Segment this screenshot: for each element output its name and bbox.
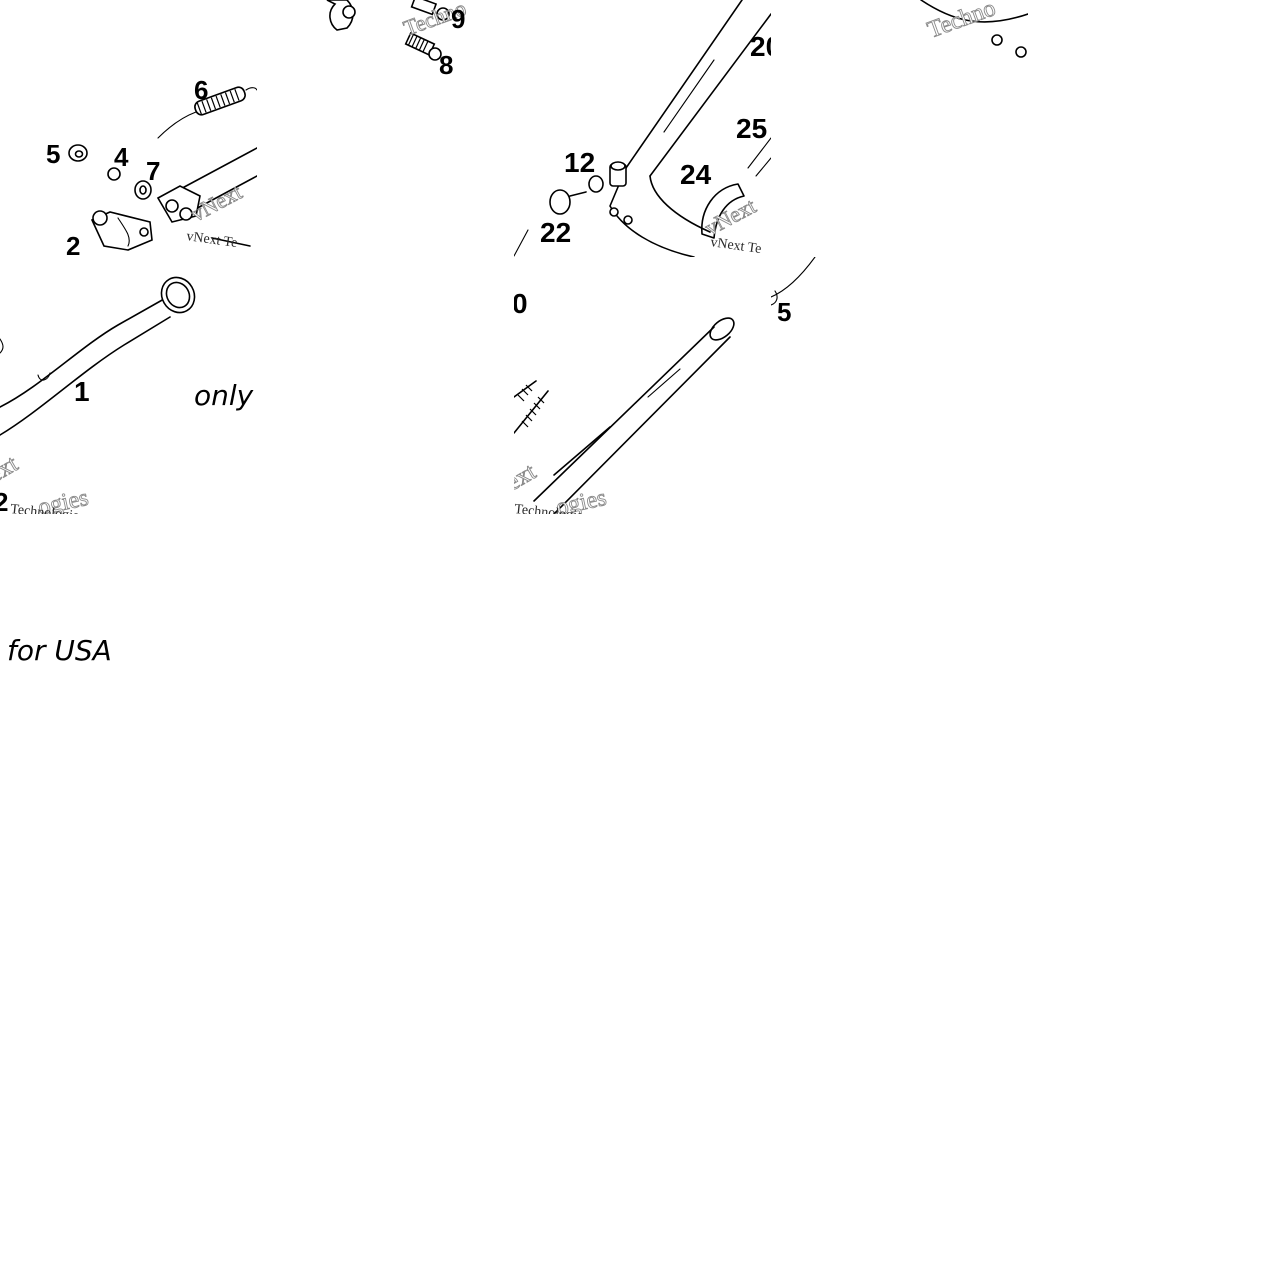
diagram-tile-frame: 20 12 24 25 22 vNext vNext Te — [514, 0, 771, 257]
bolt-part-8 — [404, 32, 442, 61]
diagram-tile-bracket: Techno Technologies — [771, 0, 1028, 257]
watermark-text: Technologies — [10, 502, 86, 514]
part-number-5-edge: 5 — [777, 297, 791, 327]
watermark-text: ext — [514, 459, 541, 496]
part-number-1: 1 — [74, 376, 90, 407]
spring-part-6 — [157, 86, 257, 139]
screw-part — [211, 237, 251, 247]
part-number-8: 8 — [439, 50, 453, 80]
bracket-part — [326, 0, 356, 31]
part-number-25: 25 — [736, 113, 767, 144]
spring-part — [514, 380, 549, 434]
part-number-4: 4 — [114, 142, 129, 172]
diagram-tile-stand-tube: 0 ext ogies Technologies — [514, 257, 771, 514]
nut-part — [1015, 46, 1027, 58]
diagram-tile-edge: 5 — [771, 257, 1028, 514]
diagram-tile-stand-leg: 1 only 2 ext ogies Technologies — [0, 257, 257, 514]
bracket-part-12 — [609, 161, 633, 225]
clip-part-24 — [701, 183, 745, 239]
spring-part-25 — [747, 137, 771, 177]
part-number-20: 20 — [750, 31, 771, 62]
watermark-text: Technologies — [514, 502, 589, 514]
spring-part — [771, 290, 778, 306]
note-for-usa: for USA — [7, 634, 112, 667]
bush-part-4 — [107, 167, 121, 181]
note-only: only — [194, 379, 254, 412]
bracket-part-2 — [90, 210, 153, 251]
diagram-tile-bolts: Techno 9 8 — [257, 0, 514, 257]
part-number-24: 24 — [680, 159, 712, 190]
nut-part — [588, 175, 604, 193]
washer-part-7 — [134, 180, 152, 200]
bolt-part-9 — [410, 0, 450, 21]
part-number-20-edge: 0 — [514, 288, 528, 319]
rubber-stop-part-22 — [549, 189, 587, 215]
part-number-12: 12 — [564, 147, 595, 178]
part-number-9: 9 — [451, 4, 465, 34]
watermark-text: Techno — [924, 0, 999, 44]
watermark-text: vNext — [187, 179, 246, 226]
stand-arm-part — [156, 147, 257, 223]
part-number-2-edge: 2 — [0, 487, 8, 514]
watermark-text: vNext Te — [185, 229, 238, 251]
watermark-text: vNext — [701, 193, 760, 240]
diagram-tile-stand-mount: 5 4 7 6 2 vNext vNext Te — [0, 0, 257, 257]
watermark-text: ext — [0, 451, 23, 488]
frame-edge — [514, 229, 529, 257]
part-number-7: 7 — [146, 156, 160, 186]
part-number-22: 22 — [540, 217, 571, 248]
watermark-text: vNext Te — [709, 235, 762, 257]
part-number-2: 2 — [66, 231, 80, 257]
stand-tube-part — [533, 317, 735, 514]
bolt-part — [991, 34, 1003, 46]
frame-edge — [920, 0, 1028, 23]
stand-leg-part-1 — [0, 276, 196, 436]
part-number-6: 6 — [194, 75, 208, 105]
frame-edge — [771, 257, 816, 298]
part-number-5: 5 — [46, 139, 60, 169]
nut-part-5 — [68, 144, 88, 162]
